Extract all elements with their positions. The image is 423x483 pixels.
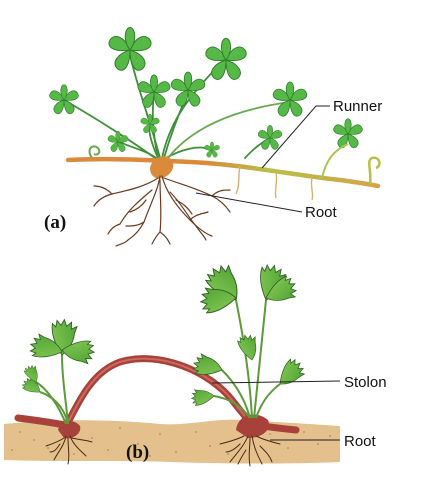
root-system-a	[93, 175, 231, 247]
runner-plant-stems	[65, 54, 291, 159]
right-plant-leaves	[189, 260, 307, 409]
left-plant-roots	[45, 435, 93, 465]
panel-a-label: (a)	[44, 212, 66, 233]
panel-b: Stolon Root (b)	[4, 260, 387, 467]
stolon-highlight	[65, 357, 253, 427]
leader-lines-a	[195, 105, 330, 213]
right-plant-stems	[213, 299, 281, 419]
runner-tip-left	[88, 145, 101, 159]
runner-sprout	[321, 143, 349, 179]
runner-stem	[65, 156, 381, 189]
stolon-label: Stolon	[344, 374, 387, 391]
panel-b-label: (b)	[126, 442, 149, 463]
right-plant-crown	[236, 414, 269, 438]
root-label-b: Root	[344, 433, 377, 450]
runner-tip-right	[368, 156, 381, 185]
left-plant-crown	[58, 421, 81, 439]
panel-a: Runner Root (a)	[44, 26, 382, 247]
runner-label: Runner	[333, 98, 382, 115]
right-plant-roots	[219, 435, 281, 467]
root-label-a: Root	[305, 204, 338, 221]
runner-nodal-roots	[235, 165, 314, 201]
clover-leaves	[49, 26, 363, 158]
leader-lines-b	[211, 380, 341, 441]
plant-crown	[150, 156, 174, 179]
left-plant-stems	[35, 354, 69, 425]
